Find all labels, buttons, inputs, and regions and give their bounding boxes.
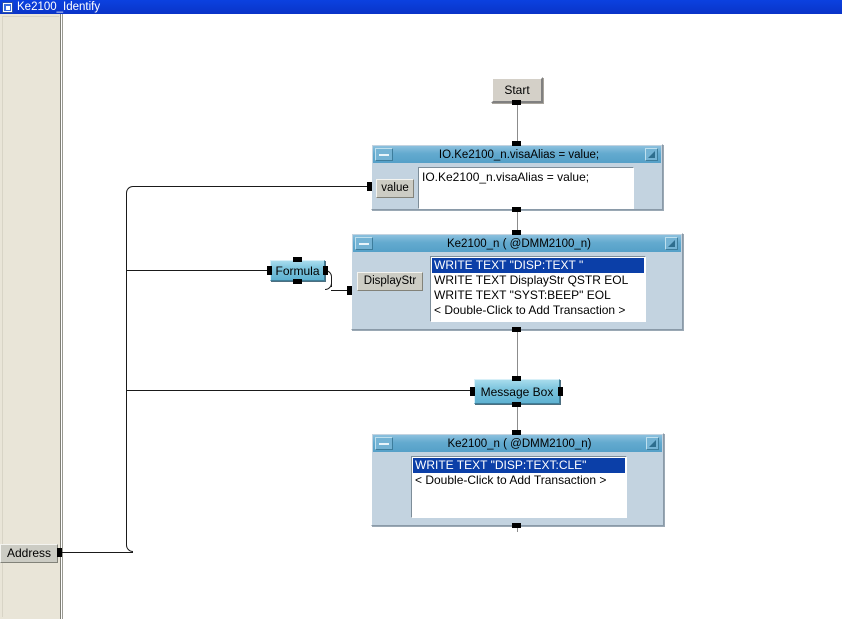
resize-grip-icon[interactable] [665, 237, 678, 250]
driver-block-1-transaction-list[interactable]: WRITE TEXT "DISP:TEXT " WRITE TEXT Displ… [430, 256, 646, 322]
formula-node-input-port[interactable] [267, 266, 272, 275]
wire-to-formula-port [127, 270, 269, 271]
diagram-canvas[interactable]: Start IO.Ke2100_n.visaAlias = value; val… [0, 14, 842, 619]
window-title: Ke2100_Identify [17, 1, 101, 13]
message-box-right-port[interactable] [558, 387, 563, 396]
formula-block-title: IO.Ke2100_n.visaAlias = value; [438, 148, 600, 161]
minimize-icon[interactable] [375, 148, 393, 161]
wire-trunk-vertical [126, 193, 127, 545]
driver-block-2-titlebar[interactable]: Ke2100_n ( @DMM2100_n) [373, 435, 662, 452]
wire-formula-to-displaystr [331, 290, 358, 291]
driver-block-1-displaystr-port[interactable] [347, 286, 352, 295]
message-box-bottom-port[interactable] [512, 402, 521, 407]
transaction-row[interactable]: WRITE TEXT "DISP:TEXT:CLE" [413, 458, 625, 473]
wire-block2-to-messagebox [517, 330, 518, 378]
driver-block-2[interactable]: Ke2100_n ( @DMM2100_n) WRITE TEXT "DISP:… [371, 433, 664, 526]
wire-corner-address [126, 545, 133, 552]
minimize-icon[interactable] [375, 437, 393, 450]
wire-block1-to-block2 [517, 210, 518, 236]
driver-block-1-titlebar[interactable]: Ke2100_n ( @DMM2100_n) [353, 235, 681, 252]
address-node-output-port[interactable] [57, 548, 62, 557]
formula-block-value-port[interactable] [367, 182, 372, 191]
resize-grip-icon[interactable] [646, 437, 659, 450]
driver-block-1-output-port[interactable] [512, 327, 521, 332]
message-box-top-port[interactable] [512, 376, 521, 381]
window-titlebar: Ke2100_Identify [0, 0, 842, 14]
transaction-row[interactable]: WRITE TEXT DisplayStr QSTR EOL [434, 273, 629, 287]
driver-block-1-title: Ke2100_n ( @DMM2100_n) [446, 237, 591, 250]
message-box-input-port[interactable] [470, 387, 475, 396]
driver-block-2-title: Ke2100_n ( @DMM2100_n) [447, 437, 592, 450]
formula-node[interactable]: Formula [270, 260, 325, 281]
formula-block-titlebar[interactable]: IO.Ke2100_n.visaAlias = value; [373, 146, 661, 163]
wire-formula-drop [331, 277, 332, 287]
wire-to-messagebox-port [127, 390, 472, 391]
left-side-panel-inner [2, 16, 59, 617]
driver-block-2-input-port[interactable] [512, 430, 521, 435]
formula-node-bottom-port[interactable] [293, 279, 302, 284]
start-output-port[interactable] [512, 100, 521, 105]
wire-block3-end [517, 526, 518, 532]
driver-block-1-displaystr-port-label[interactable]: DisplayStr [357, 272, 423, 291]
app-document-icon [2, 1, 13, 13]
canvas-left-border [62, 14, 842, 619]
formula-block-value-port-label[interactable]: value [376, 179, 414, 198]
minimize-icon[interactable] [355, 237, 373, 250]
formula-node-output-port[interactable] [323, 266, 328, 275]
message-box-node[interactable]: Message Box [474, 379, 560, 404]
transaction-row[interactable]: < Double-Click to Add Transaction > [434, 303, 626, 317]
driver-block-1-input-port[interactable] [512, 230, 521, 235]
formula-block[interactable]: IO.Ke2100_n.visaAlias = value; value IO.… [371, 144, 663, 210]
driver-block-1[interactable]: Ke2100_n ( @DMM2100_n) DisplayStr WRITE … [351, 233, 683, 330]
left-side-panel [0, 14, 61, 619]
transaction-row[interactable]: WRITE TEXT "DISP:TEXT " [432, 258, 644, 273]
wire-address-to-trunk [58, 552, 133, 553]
resize-grip-icon[interactable] [645, 148, 658, 161]
wire-messagebox-to-block3 [517, 404, 518, 436]
transaction-row[interactable]: WRITE TEXT "SYST:BEEP" EOL [434, 288, 611, 302]
formula-node-top-port[interactable] [293, 257, 302, 262]
transaction-row[interactable]: < Double-Click to Add Transaction > [415, 473, 607, 487]
driver-block-2-transaction-list[interactable]: WRITE TEXT "DISP:TEXT:CLE" < Double-Clic… [411, 456, 627, 518]
formula-block-input-port[interactable] [512, 141, 521, 146]
formula-block-code-area[interactable]: IO.Ke2100_n.visaAlias = value; [418, 167, 634, 209]
wire-start-to-block1 [517, 103, 518, 147]
wire-corner-value [126, 186, 133, 193]
formula-block-output-port[interactable] [512, 207, 521, 212]
wire-corner-formula-out [325, 270, 332, 277]
formula-block-code-line: IO.Ke2100_n.visaAlias = value; [422, 170, 590, 184]
driver-block-2-output-port[interactable] [512, 523, 521, 528]
wire-to-value-port [133, 186, 367, 187]
address-node[interactable]: Address [0, 544, 58, 563]
